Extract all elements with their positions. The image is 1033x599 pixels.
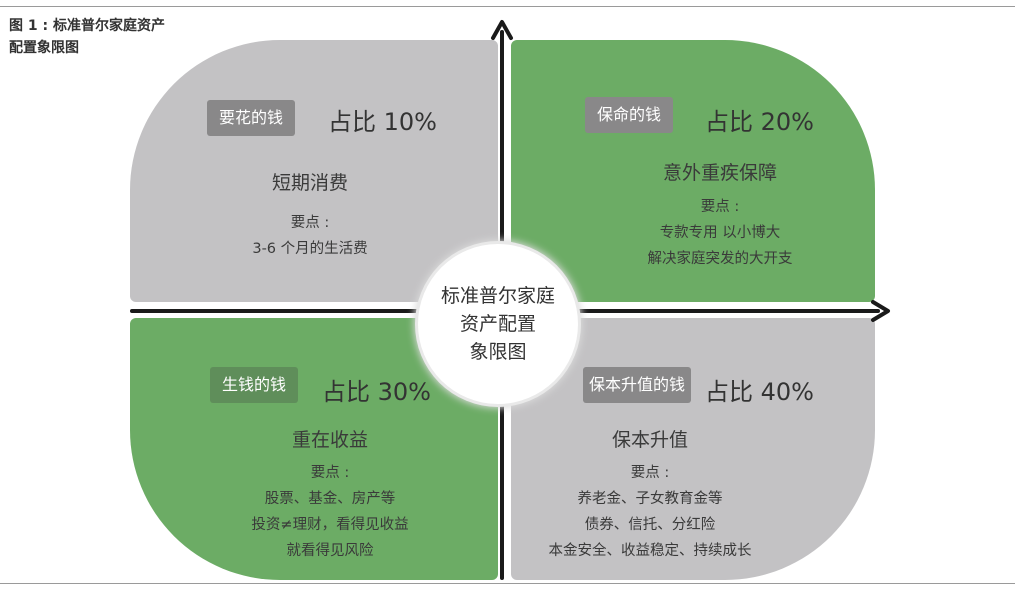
vertical-axis-arrow <box>491 20 513 40</box>
center-title-line-2: 资产配置 <box>459 313 536 335</box>
point-line: 债券、信托、分红险 <box>584 517 716 533</box>
title-preservation: 保本升值 <box>611 429 688 451</box>
ratio-spending: 占比 10% <box>328 108 437 136</box>
ratio-preservation: 占比 40% <box>705 378 814 406</box>
point-line: 本金安全、收益稳定、持续成长 <box>548 543 752 559</box>
center-circle: 标准普尔家庭 资产配置 象限图 <box>418 244 578 404</box>
point-line: 要点 : <box>700 199 740 215</box>
tag-preservation-money: 保本升值的钱 <box>583 367 692 403</box>
title-spending: 短期消费 <box>271 172 348 194</box>
point-line: 专款专用 以小博大 <box>659 225 781 241</box>
point-line: 就看得见风险 <box>286 543 374 559</box>
quadrant-protection <box>511 40 875 302</box>
top-rule <box>0 6 1015 7</box>
tag-spending-money: 要花的钱 <box>207 100 296 136</box>
ratio-investment: 占比 30% <box>322 378 431 406</box>
point-line: 要点 : <box>310 465 350 481</box>
quadrant-spending <box>130 40 498 302</box>
figure-caption: 图 1 : 标准普尔家庭资产 配置象限图 <box>9 15 165 59</box>
points-preservation: 要点 : 养老金、子女教育金等 债券、信托、分红险 本金安全、收益稳定、持续成长 <box>530 460 770 564</box>
title-investment: 重在收益 <box>291 429 368 451</box>
ratio-protection: 占比 20% <box>705 108 814 136</box>
horizontal-axis-arrow <box>871 300 890 322</box>
caption-line-2: 配置象限图 <box>9 40 79 56</box>
center-title-line-3: 象限图 <box>469 341 527 363</box>
point-line: 投资≠理财，看得见收益 <box>251 517 409 533</box>
tag-protection-money: 保命的钱 <box>585 97 674 133</box>
points-protection: 要点 : 专款专用 以小博大 解决家庭突发的大开支 <box>600 194 840 272</box>
bottom-rule <box>0 583 1015 584</box>
point-line: 要点 : <box>630 465 670 481</box>
point-line: 3-6 个月的生活费 <box>252 241 368 257</box>
points-investment: 要点 : 股票、基金、房产等 投资≠理财，看得见收益 就看得见风险 <box>220 460 440 564</box>
title-protection: 意外重疾保障 <box>662 162 777 184</box>
point-line: 养老金、子女教育金等 <box>577 491 723 507</box>
point-line: 要点 : <box>290 215 330 231</box>
center-title-line-1: 标准普尔家庭 <box>440 285 555 307</box>
tag-investment-money: 生钱的钱 <box>210 367 299 403</box>
point-line: 解决家庭突发的大开支 <box>647 251 793 267</box>
caption-line-1: 图 1 : 标准普尔家庭资产 <box>9 18 165 34</box>
quadrant-preservation <box>511 318 875 580</box>
points-spending: 要点 : 3-6 个月的生活费 <box>210 210 410 262</box>
point-line: 股票、基金、房产等 <box>264 491 396 507</box>
